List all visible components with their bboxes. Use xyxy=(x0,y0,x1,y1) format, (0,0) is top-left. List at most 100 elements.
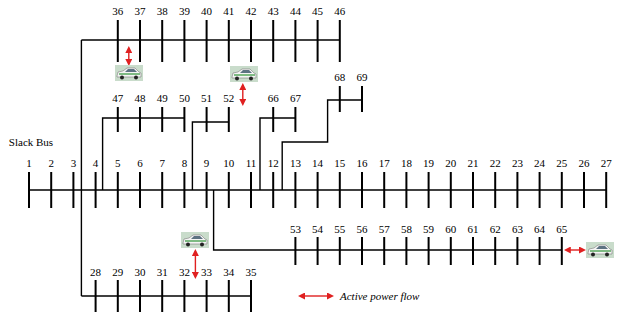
bus-bar xyxy=(206,107,208,132)
bus-number: 4 xyxy=(93,157,99,169)
bus-number: 37 xyxy=(135,5,146,17)
bus-number: 31 xyxy=(157,266,168,278)
ev-background xyxy=(586,242,614,258)
bus-bar xyxy=(450,237,452,265)
bus-number: 51 xyxy=(201,92,212,104)
ev-wheel xyxy=(186,243,190,247)
feeder-line xyxy=(81,295,251,296)
bus-number: 45 xyxy=(312,5,323,17)
bus-bar xyxy=(117,107,119,132)
bus-bar xyxy=(405,237,407,265)
bus-number: 30 xyxy=(135,266,146,278)
bus-bar xyxy=(272,107,274,132)
ev-stripe xyxy=(119,73,140,74)
ev-window xyxy=(191,236,203,239)
bus-bar xyxy=(183,107,185,132)
bus-bar xyxy=(139,172,141,208)
bus-bar xyxy=(383,172,385,208)
bus-number: 68 xyxy=(334,71,345,83)
bus-bar xyxy=(294,237,296,265)
bus-bar xyxy=(472,172,474,208)
bus-number: 39 xyxy=(179,5,190,17)
bus-bar xyxy=(183,20,185,62)
bus-number: 22 xyxy=(490,157,501,169)
bus-number: 65 xyxy=(556,223,567,235)
bus-bar xyxy=(361,237,363,265)
bus-bar xyxy=(161,172,163,208)
bus-number: 34 xyxy=(223,266,234,278)
bus-bar xyxy=(117,20,119,62)
bus-number: 15 xyxy=(334,157,345,169)
bus-number: 46 xyxy=(334,5,345,17)
ev-wheel xyxy=(200,243,204,247)
bus-number: 41 xyxy=(223,5,234,17)
bus-number: 21 xyxy=(468,157,479,169)
ev-wheel xyxy=(235,77,239,81)
bus-number: 62 xyxy=(490,223,501,235)
bus-bar xyxy=(294,172,296,208)
bus-number: 5 xyxy=(115,157,121,169)
bus-bar xyxy=(161,107,163,132)
bus-bar xyxy=(450,172,452,208)
bus-bar xyxy=(472,237,474,265)
feeder-line xyxy=(282,100,362,190)
ev-icon xyxy=(181,232,209,248)
bus-number: 58 xyxy=(401,223,412,235)
bus-bar xyxy=(72,172,74,208)
ev-wheel xyxy=(249,77,253,81)
bus-bar xyxy=(339,20,341,62)
bus-bar xyxy=(117,172,119,208)
bus-number: 35 xyxy=(246,266,257,278)
bus-number: 53 xyxy=(290,223,301,235)
bus-bar xyxy=(272,172,274,208)
bus-number: 67 xyxy=(290,92,301,104)
bus-number: 38 xyxy=(157,5,168,17)
bus-bar xyxy=(339,172,341,208)
ev-stripe xyxy=(590,250,611,251)
bus-number: 64 xyxy=(534,223,545,235)
bus-bar xyxy=(294,107,296,132)
ev-background xyxy=(115,65,143,81)
bus-bar xyxy=(139,107,141,132)
bus-number: 26 xyxy=(579,157,590,169)
bus-number: 7 xyxy=(159,157,165,169)
bus-number: 43 xyxy=(268,5,279,17)
power-flow-arrow xyxy=(566,249,584,250)
bus-bar xyxy=(50,172,52,208)
ev-icon xyxy=(115,65,143,81)
bus-number: 18 xyxy=(401,157,412,169)
bus-bar xyxy=(250,280,252,312)
bus-bar xyxy=(561,172,563,208)
bus-bar xyxy=(428,237,430,265)
bus-number: 14 xyxy=(312,157,323,169)
bus-bar xyxy=(206,280,208,312)
bus-number: 27 xyxy=(601,157,612,169)
bus-number: 42 xyxy=(246,5,257,17)
bus-bar xyxy=(95,172,97,208)
bus-number: 55 xyxy=(334,223,345,235)
bus-bar xyxy=(539,237,541,265)
bus-bar xyxy=(361,86,363,112)
bus-number: 32 xyxy=(179,266,190,278)
feeder-line xyxy=(81,40,82,296)
bus-bar xyxy=(361,172,363,208)
bus-bar xyxy=(317,237,319,265)
bus-number: 44 xyxy=(290,5,301,17)
bus-bar xyxy=(294,20,296,62)
bus-bar xyxy=(250,20,252,62)
bus-number: 29 xyxy=(112,266,123,278)
bus-number: 66 xyxy=(268,92,279,104)
bus-bar xyxy=(206,172,208,208)
ev-background xyxy=(230,66,258,82)
bus-bar xyxy=(428,172,430,208)
bus-number: 48 xyxy=(135,92,146,104)
power-flow-arrow xyxy=(128,48,129,64)
bus-bar xyxy=(228,280,230,312)
bus-bar xyxy=(250,172,252,208)
bus-bar xyxy=(161,280,163,312)
bus-number: 36 xyxy=(112,5,123,17)
bus-number: 25 xyxy=(556,157,567,169)
bus-bar xyxy=(516,237,518,265)
ev-stripe xyxy=(234,74,255,75)
